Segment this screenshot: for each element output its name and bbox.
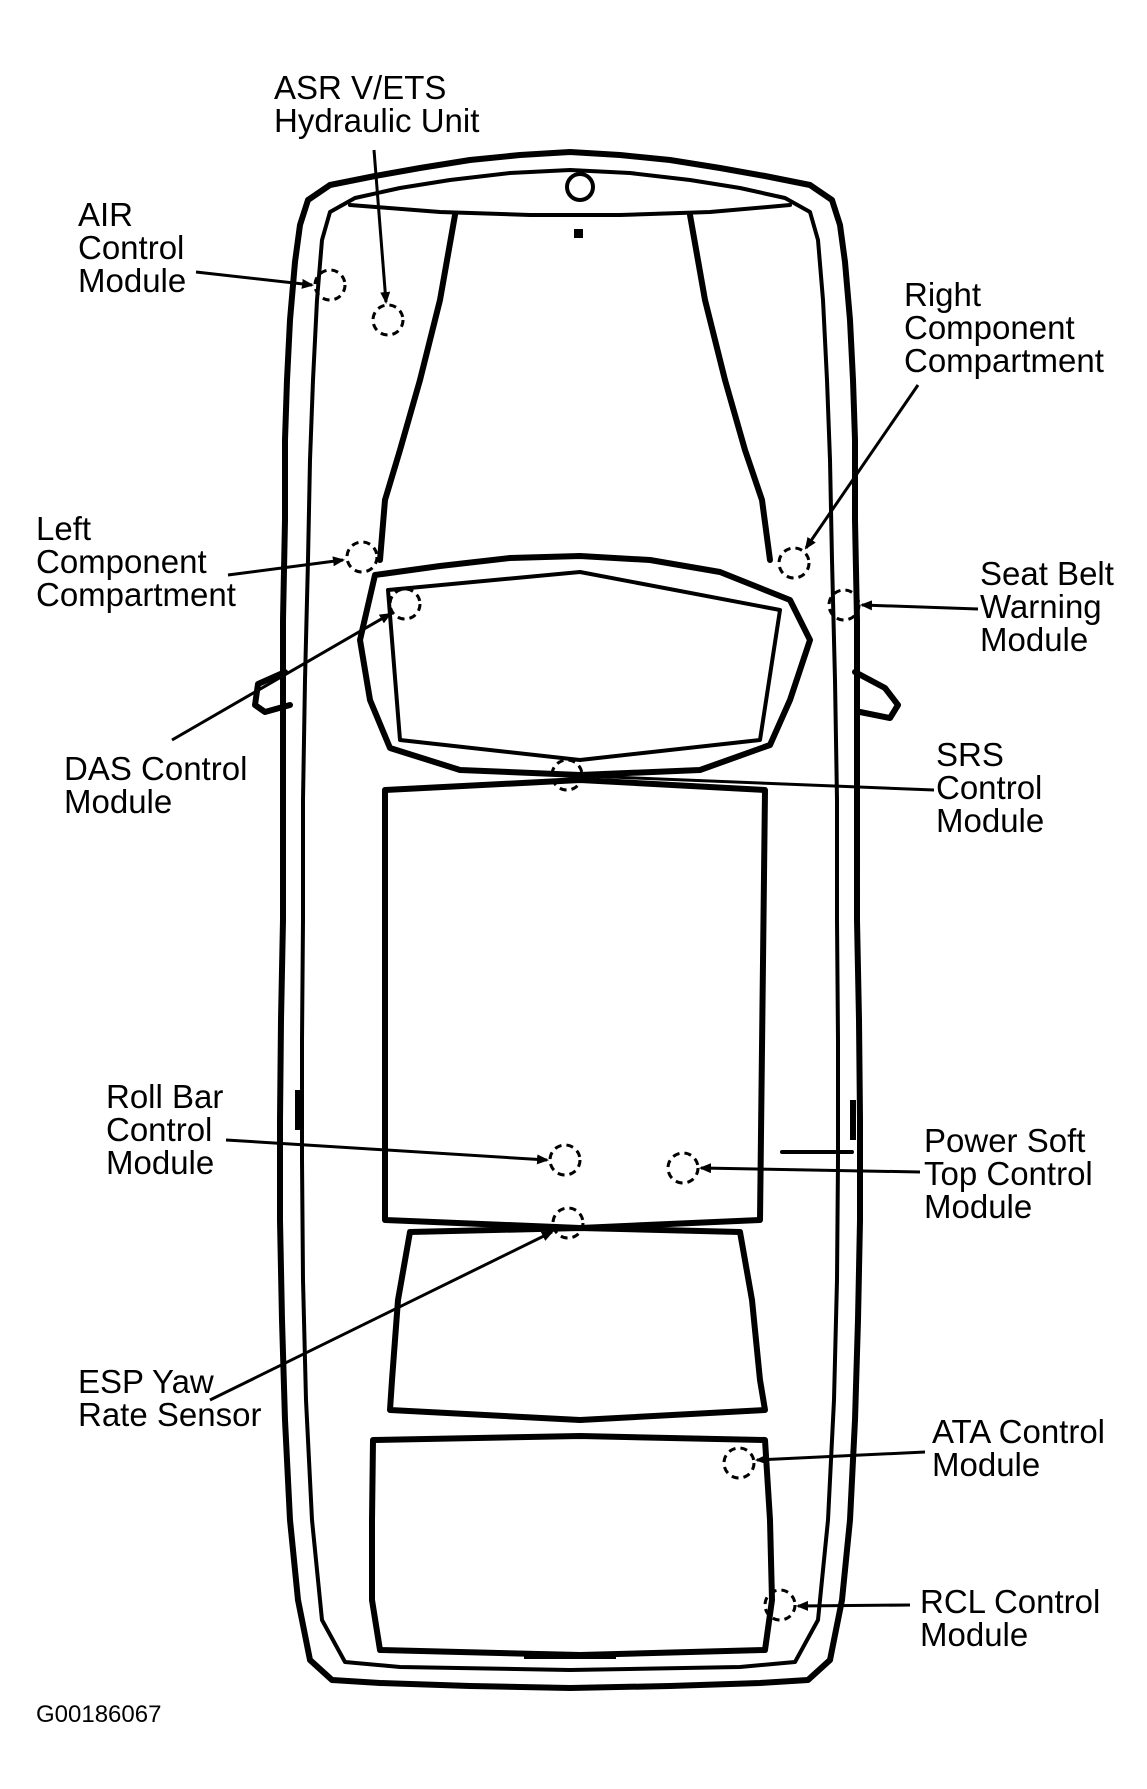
ata-module-location (722, 1446, 756, 1480)
right-door-handle (850, 1100, 856, 1140)
cabin-outline (382, 777, 768, 1231)
rcl-leader (796, 1600, 911, 1611)
asr-leader (372, 149, 391, 304)
esp-leader (209, 1230, 554, 1402)
windshield (357, 553, 813, 778)
trunk-lid (369, 1433, 775, 1658)
left-compartment-location (345, 540, 379, 574)
left-mirror (252, 669, 293, 715)
esp-sensor-location (551, 1206, 585, 1240)
windshield-inner (386, 570, 782, 762)
seat-belt-leader (860, 600, 979, 611)
das-leader (171, 612, 392, 742)
labels: AIR Control Module ASR V/ETS Hydraulic U… (36, 69, 1123, 1728)
front-ornament (565, 172, 595, 202)
das-control-module-label: DAS Control Module (64, 750, 257, 820)
rear-deck (387, 1225, 768, 1423)
right-compartment-location (777, 546, 811, 580)
left-door-handle (295, 1090, 301, 1130)
left-component-compartment-label: Left Component Compartment (36, 510, 236, 613)
srs-leader (583, 771, 935, 792)
leader-lines (171, 149, 979, 1611)
left-compartment-leader (227, 556, 345, 577)
das-module-location (388, 587, 422, 621)
roll-bar-leader (225, 1138, 549, 1165)
asr-unit-location (371, 303, 405, 337)
power-soft-top-location (666, 1151, 700, 1185)
vehicle-outline (252, 149, 901, 1691)
srs-module-location (550, 758, 584, 792)
figure-id: G00186067 (36, 1701, 161, 1728)
air-control-module-label: AIR Control Module (78, 196, 194, 299)
roll-bar-control-module-label: Roll Bar Control Module (106, 1078, 233, 1181)
rcl-control-module-label: RCL Control Module (920, 1583, 1110, 1653)
seat-belt-warning-module-label: Seat Belt Warning Module (980, 555, 1123, 658)
ata-control-module-label: ATA Control Module (932, 1413, 1114, 1483)
hood-outline (377, 212, 773, 563)
location-markers (313, 268, 861, 1622)
car-body-outer (277, 149, 863, 1691)
front-cross-line (348, 203, 792, 217)
asr-hydraulic-unit-label: ASR V/ETS Hydraulic Unit (274, 69, 479, 139)
right-mirror (852, 669, 901, 721)
srs-control-module-label: SRS Control Module (936, 736, 1052, 839)
rcl-module-location (763, 1588, 797, 1622)
seat-belt-module-location (827, 588, 861, 622)
power-soft-top-leader (699, 1163, 921, 1174)
right-component-compartment-label: Right Component Compartment (904, 276, 1104, 379)
power-soft-top-control-module-label: Power Soft Top Control Module (924, 1122, 1102, 1225)
roll-bar-module-location (548, 1143, 582, 1177)
ata-leader (755, 1450, 926, 1465)
air-module-location (313, 268, 347, 302)
air-leader (195, 270, 314, 289)
right-compartment-leader (804, 384, 920, 550)
rear-handle (524, 1653, 616, 1659)
esp-yaw-rate-sensor-label: ESP Yaw Rate Sensor (78, 1363, 261, 1433)
hood-emblem (574, 229, 583, 238)
car-body-inner (300, 168, 840, 1672)
